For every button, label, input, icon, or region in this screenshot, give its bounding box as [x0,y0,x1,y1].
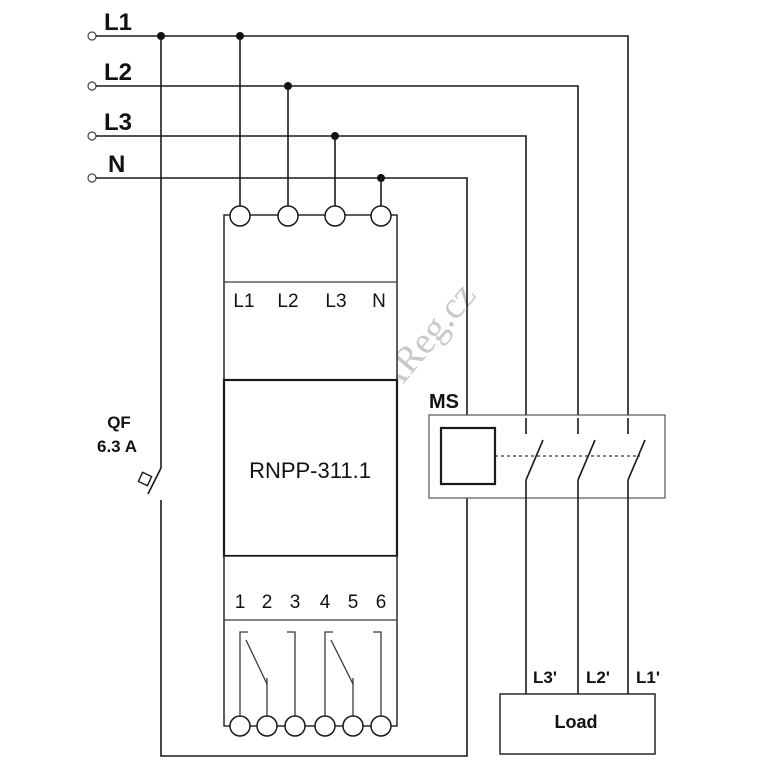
top-terminal-label: L2 [277,291,298,312]
contactor-ms: MS [428,391,666,694]
top-terminal-label: L3 [325,291,346,312]
line-l3-input-terminal [87,131,97,141]
bottom-terminal-label: 2 [262,592,273,613]
bottom-terminal-label: 5 [348,592,359,613]
breaker-switch-arm [147,467,162,495]
load-label: Load [555,712,598,732]
load-input-label: L2' [586,668,610,687]
bottom-terminal-label: 6 [376,592,387,613]
terminal-screw [370,715,392,737]
line-n-label: N [108,151,125,178]
terminal-screw [229,205,251,227]
line-l2-input-terminal [87,81,97,91]
line-l1-bus [96,35,629,418]
line-l3-label: L3 [104,109,132,136]
breaker-name-label: QF [107,413,131,432]
terminal-screw [284,715,306,737]
relay-contact-icon [239,631,296,716]
load-input-label: L1' [636,668,660,687]
device-main-body [222,378,399,558]
line-n-input-terminal [87,173,97,183]
line-l1-label: L1 [104,9,132,36]
line-l1-input-terminal [87,31,97,41]
contactor-label: MS [429,391,459,413]
terminal-screw [370,205,392,227]
load-input-label: L3' [533,668,557,687]
terminal-screw [277,205,299,227]
device-rnpp: L1 L2 L3 N RNPP-311.1 1 2 3 4 5 6 [222,205,399,737]
device-top-block [223,214,398,381]
supply-lines: L1 L2 L3 N [87,9,629,428]
contactor-contact-l1 [627,439,646,481]
top-terminal-label: L1 [233,291,254,312]
bottom-terminal-label: 4 [320,592,331,613]
circuit-breaker-icon [137,471,153,487]
terminal-screw [324,205,346,227]
top-terminal-label: N [372,291,386,312]
bottom-terminal-label: 1 [235,592,246,613]
device-bottom-block [223,555,398,727]
load-box [499,693,656,755]
contactor-contact-l3 [525,439,544,481]
terminal-screw [256,715,278,737]
line-l2-label: L2 [104,59,132,86]
contactor-coil-icon [439,426,497,486]
terminal-screw [314,715,336,737]
bottom-terminal-label: 3 [290,592,301,613]
contactor-contact-l2 [577,439,596,481]
device-model-label: RNPP-311.1 [249,458,371,483]
breaker-return-wire [160,484,468,757]
terminal-screw [229,715,251,737]
load-block: Load L3' L2' L1' [499,668,660,755]
terminal-screw [342,715,364,737]
breaker-rating-label: 6.3 A [97,437,137,456]
line-n-bus [96,177,468,428]
line-l2-bus [96,85,579,418]
breaker-qf: QF 6.3 A [97,36,468,757]
relay-contact-icon [324,631,382,716]
